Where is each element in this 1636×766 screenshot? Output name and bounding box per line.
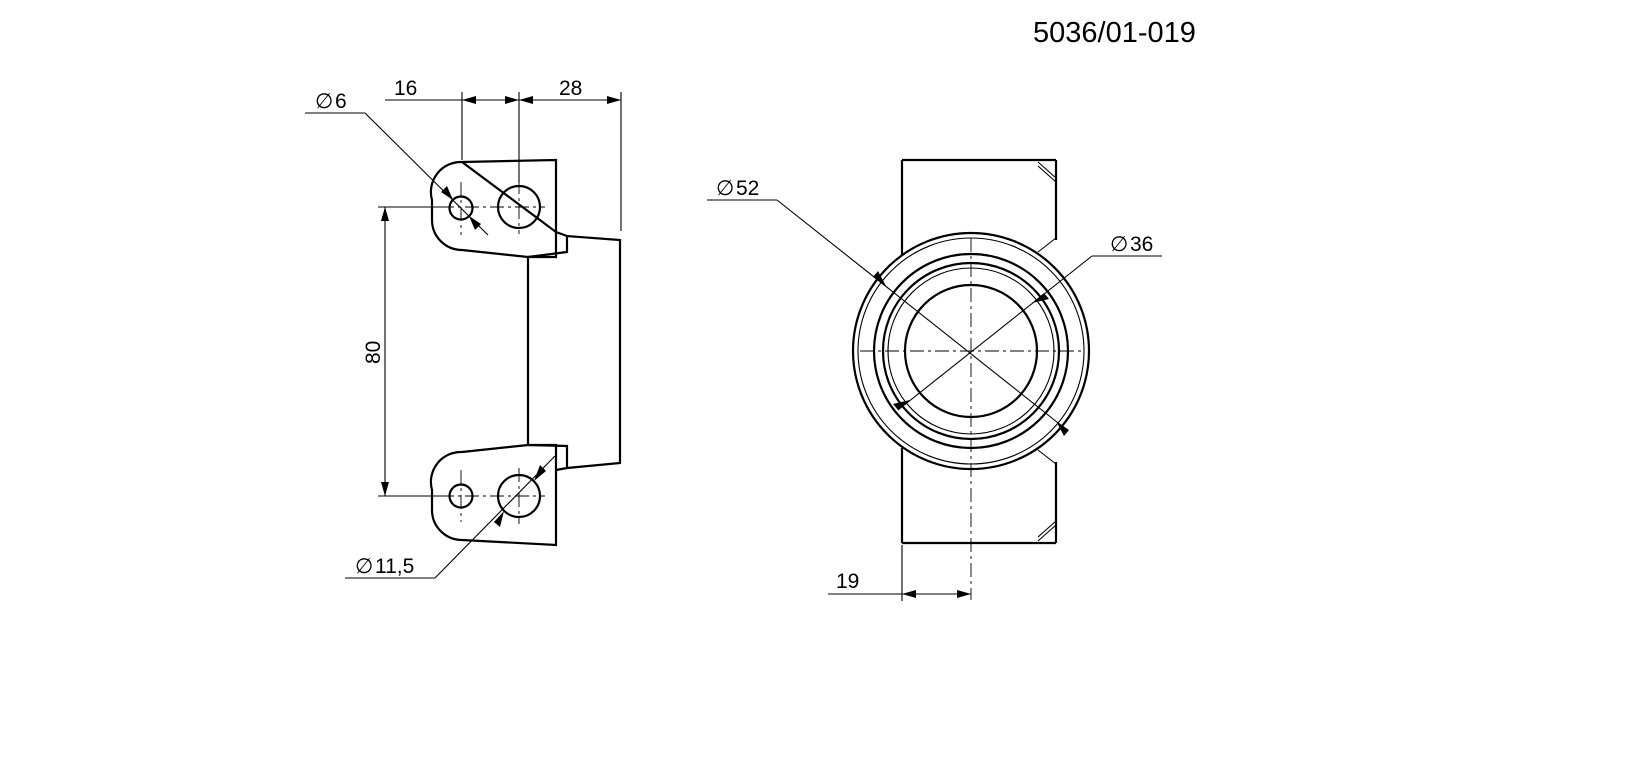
drawing-number: 5036/01-019 xyxy=(1033,17,1196,49)
side-view: 16 28 80 ∅ 6 ∅ 11,5 xyxy=(305,77,622,579)
front-view-chamfers xyxy=(1037,161,1057,542)
upper-lug-outline xyxy=(429,158,568,259)
dimension-19: 19 xyxy=(828,545,971,601)
dimension-diameter-52: ∅ 52 xyxy=(707,176,1069,436)
dimension-diameter-52-symbol: ∅ xyxy=(716,176,734,200)
dimension-28-label: 28 xyxy=(559,77,582,100)
side-view-extension-lines xyxy=(378,92,622,497)
dimension-80-label: 80 xyxy=(362,341,385,364)
front-view-centerlines xyxy=(860,238,1082,600)
front-view-body-outline xyxy=(900,158,1058,545)
dimension-80: 80 xyxy=(362,207,389,496)
dimension-diameter-11-5: ∅ 11,5 xyxy=(345,455,556,579)
dimension-19-label: 19 xyxy=(836,570,859,593)
dimension-diameter-52-label: 52 xyxy=(736,177,759,200)
side-view-centerlines xyxy=(440,180,545,524)
dimension-diameter-11-5-label: 11,5 xyxy=(375,555,414,578)
dimension-16-label: 16 xyxy=(394,77,417,100)
dimension-diameter-6: ∅ 6 xyxy=(305,89,489,236)
dimension-diameter-11-5-symbol: ∅ xyxy=(355,554,373,578)
dimension-diameter-36-symbol: ∅ xyxy=(1110,232,1128,256)
dimension-diameter-6-symbol: ∅ xyxy=(315,89,333,113)
dimension-diameter-36-label: 36 xyxy=(1130,233,1153,256)
side-view-body-outline xyxy=(526,234,622,470)
lower-lug-outline xyxy=(429,443,568,547)
dimension-diameter-36: ∅ 36 xyxy=(893,232,1162,411)
front-view: ∅ 52 ∅ 36 19 xyxy=(707,158,1162,601)
dimension-16: 16 28 xyxy=(385,77,621,104)
dimension-diameter-6-label: 6 xyxy=(335,90,347,113)
